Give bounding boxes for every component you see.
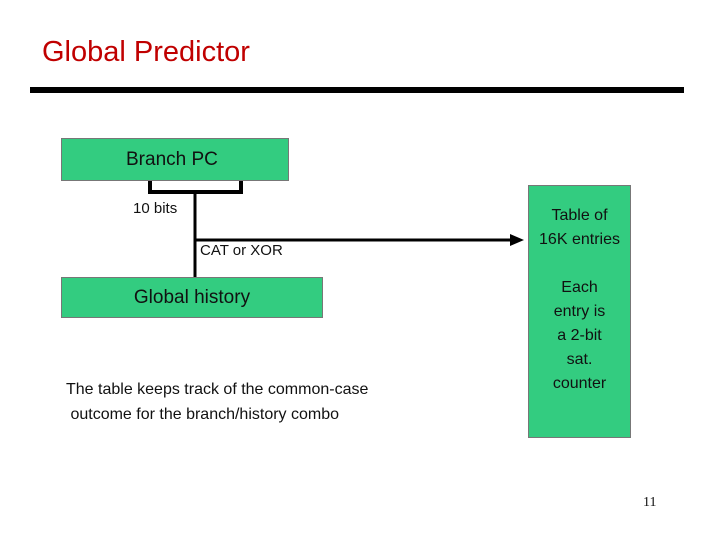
page-number: 11: [643, 495, 657, 510]
prediction-table-box: Table of 16K entries Each entry is a 2-b…: [528, 185, 631, 438]
table-label-line-2: 16K entries: [539, 231, 620, 248]
table-note: The table keeps track of the common-case…: [66, 381, 369, 423]
bits-label: 10 bits: [133, 200, 178, 217]
global-history-label: Global history: [133, 287, 251, 308]
entry-line-1: Each: [561, 279, 598, 296]
title-rule: [30, 87, 684, 93]
entry-line-2: entry is: [553, 303, 606, 320]
branch-pc-box: Branch PC: [61, 138, 289, 181]
arrow-head: [510, 234, 524, 246]
global-history-box: Global history: [61, 277, 323, 318]
slide-title: Global Predictor: [42, 36, 250, 68]
entry-line-4: sat.: [566, 351, 593, 368]
combine-label: CAT or XOR: [200, 242, 283, 259]
branch-pc-label: Branch PC: [126, 149, 218, 170]
pc-bit-bracket: [148, 181, 243, 194]
entry-line-3: a 2-bit: [557, 327, 602, 344]
entry-line-5: counter: [552, 375, 607, 392]
table-label-line-1: Table of: [551, 207, 608, 224]
